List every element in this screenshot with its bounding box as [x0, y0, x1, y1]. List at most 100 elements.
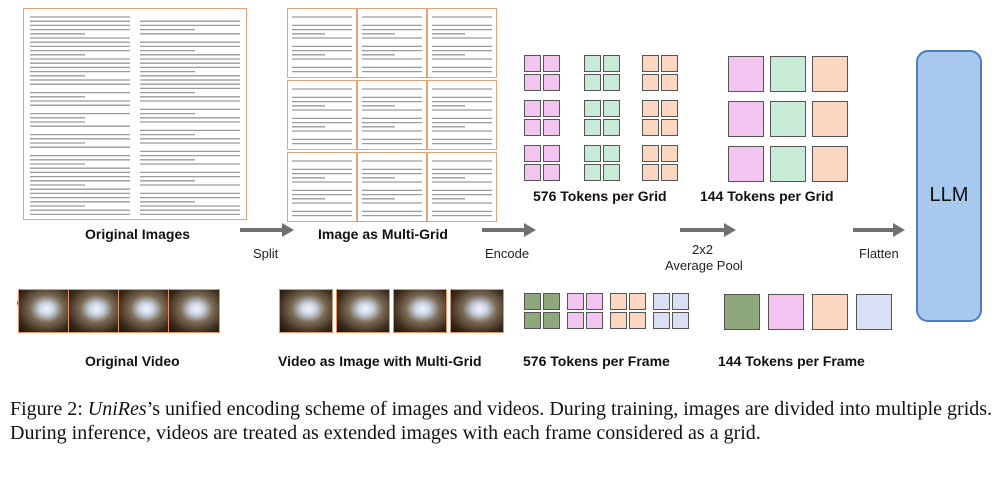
token-tile [642, 55, 659, 72]
frame-token-tile [610, 293, 627, 310]
frame-token-tile [653, 312, 670, 329]
token-tile [543, 164, 560, 181]
pooled-token-tile [770, 101, 806, 137]
label-144-tokens-grid: 144 Tokens per Grid [700, 188, 834, 204]
pooled-frame-token-tile [856, 294, 892, 330]
token-tile [524, 164, 541, 181]
grid-piece-8 [357, 152, 427, 222]
token-tile [603, 55, 620, 72]
pooled-token-tile [770, 56, 806, 92]
token-tile [543, 145, 560, 162]
token-tile [524, 145, 541, 162]
grid-video-frame [393, 289, 447, 333]
grid-piece-9 [427, 152, 497, 222]
frame-token-tile [567, 312, 584, 329]
grid-piece-1 [287, 8, 357, 78]
token-tile [584, 74, 601, 91]
frame-token-tile [524, 293, 541, 310]
grid-video-frame [450, 289, 504, 333]
token-tile [661, 164, 678, 181]
token-tile [524, 74, 541, 91]
token-tile [584, 164, 601, 181]
token-tile [603, 164, 620, 181]
token-tile [661, 145, 678, 162]
caption-body: ’s unified encoding scheme of images and… [10, 398, 993, 444]
label-split: Split [253, 246, 279, 261]
frame-token-tile [524, 312, 541, 329]
grid-piece-7 [287, 152, 357, 222]
llm-label: LLM [929, 184, 969, 206]
grid-video-frame [336, 289, 390, 333]
pooled-frame-token-tile [812, 294, 848, 330]
token-tile [524, 55, 541, 72]
grid-piece-5 [357, 80, 427, 150]
token-tile [642, 74, 659, 91]
original-image-document [23, 8, 247, 220]
token-tile [661, 100, 678, 117]
pooled-token-tile [812, 101, 848, 137]
token-tile [603, 145, 620, 162]
pooled-token-tile [812, 56, 848, 92]
token-tile [603, 100, 620, 117]
grid-piece-3 [427, 8, 497, 78]
grid-piece-4 [287, 80, 357, 150]
frame-token-tile [629, 293, 646, 310]
pooled-token-tile [728, 56, 764, 92]
video-frame [18, 289, 70, 333]
token-tile [543, 74, 560, 91]
token-tile [584, 145, 601, 162]
figure-caption: Figure 2: UniRes’s unified encoding sche… [10, 397, 994, 445]
video-frame [168, 289, 220, 333]
grid-video-frame [279, 289, 333, 333]
token-tile [524, 119, 541, 136]
pooled-token-tile [728, 101, 764, 137]
token-tile [584, 119, 601, 136]
token-tile [543, 119, 560, 136]
token-tile [543, 100, 560, 117]
frame-token-tile [629, 312, 646, 329]
caption-prefix: Figure 2: [10, 398, 88, 420]
label-original-video: Original Video [85, 353, 180, 369]
label-video-multigrid: Video as Image with Multi-Grid [278, 353, 482, 369]
pooled-token-tile [812, 146, 848, 182]
pooled-frame-token-tile [724, 294, 760, 330]
label-average-pool: Average Pool [665, 258, 743, 273]
grid-piece-6 [427, 80, 497, 150]
pooled-token-tile [770, 146, 806, 182]
token-tile [603, 119, 620, 136]
label-image-multigrid: Image as Multi-Grid [318, 226, 448, 242]
pooled-token-tile [728, 146, 764, 182]
token-tile [524, 100, 541, 117]
token-tile [584, 55, 601, 72]
video-frame [118, 289, 170, 333]
token-tile [661, 74, 678, 91]
label-576-tokens-grid: 576 Tokens per Grid [533, 188, 667, 204]
token-tile [661, 55, 678, 72]
grid-piece-2 [357, 8, 427, 78]
frame-token-tile [653, 293, 670, 310]
frame-token-tile [672, 293, 689, 310]
frame-token-tile [567, 293, 584, 310]
token-tile [642, 164, 659, 181]
token-tile [642, 100, 659, 117]
label-144-tokens-frame: 144 Tokens per Frame [718, 353, 865, 369]
label-encode: Encode [485, 246, 530, 261]
label-original-images: Original Images [85, 226, 191, 242]
pooled-frame-token-tile [768, 294, 804, 330]
token-tile [661, 119, 678, 136]
token-tile [584, 100, 601, 117]
frame-token-tile [586, 312, 603, 329]
llm-block: LLM [916, 50, 982, 322]
token-tile [543, 55, 560, 72]
token-tile [642, 145, 659, 162]
token-tile [642, 119, 659, 136]
frame-token-tile [543, 293, 560, 310]
frame-token-tile [610, 312, 627, 329]
label-flatten: Flatten [859, 246, 899, 261]
video-frame [68, 289, 120, 333]
frame-token-tile [586, 293, 603, 310]
label-576-tokens-frame: 576 Tokens per Frame [523, 353, 670, 369]
frame-token-tile [543, 312, 560, 329]
caption-model-name: UniRes [87, 398, 147, 420]
frame-token-tile [672, 312, 689, 329]
